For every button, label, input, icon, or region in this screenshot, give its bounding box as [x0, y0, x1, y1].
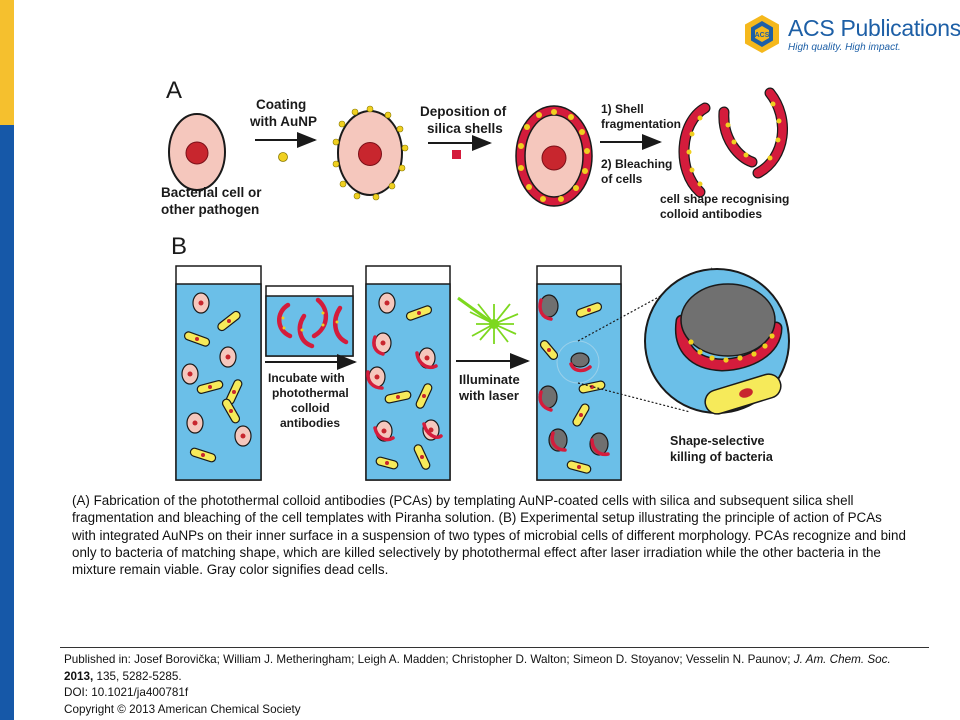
illuminate-line2: with laser — [458, 388, 519, 403]
tube-cells-with-pcas — [365, 265, 451, 481]
step-coating-line2: with AuNP — [249, 114, 317, 129]
citation-year: 2013, — [64, 669, 94, 683]
citation-authors: Josef Borovička; William J. Metheringham… — [134, 653, 791, 666]
laser-burst-icon — [457, 296, 519, 344]
citation-journal[interactable]: J. Am. Chem. Soc. — [793, 653, 891, 666]
colloid-antibody-fragments — [678, 87, 788, 198]
divider — [60, 647, 929, 648]
panel-a-label: A — [166, 77, 182, 104]
incubate-line4: antibodies — [280, 416, 340, 430]
acs-hexagon-icon: ACS — [745, 15, 779, 53]
zoom-line-top — [577, 267, 713, 342]
logo-tagline: High quality. High impact. — [788, 42, 901, 53]
bacterial-cell — [168, 113, 226, 191]
incubate-line3: colloid — [291, 401, 330, 415]
illuminate-line1: Illuminate — [459, 372, 520, 387]
incubate-line1: Incubate with — [268, 371, 345, 385]
figure-caption: (A) Fabrication of the photothermal coll… — [72, 493, 906, 578]
cell-label-line2: other pathogen — [161, 202, 259, 217]
acs-publications-logo[interactable]: ACS ACS Publications High quality. High … — [742, 12, 960, 58]
aunp-coated-cell — [332, 105, 409, 201]
citation-doi[interactable]: DOI: 10.1021/ja400781f — [64, 686, 189, 699]
step-fragmentation-line1: 1) Shell — [601, 102, 644, 116]
step-bleaching-line1: 2) Bleaching — [601, 157, 672, 171]
step-coating-line1: Coating — [256, 97, 306, 112]
citation-published-in: Published in: Josef Borovička; William J… — [64, 652, 910, 685]
killing-label-line2: killing of bacteria — [670, 450, 774, 464]
silica-particle-icon — [452, 150, 461, 159]
zoom-inset — [644, 268, 790, 415]
citation-volume: 135, 5282-5285. — [96, 669, 182, 683]
step-silica-line1: Deposition of — [420, 104, 507, 119]
silica-shelled-cell — [515, 105, 593, 207]
logo-wordmark: ACS Publications — [788, 15, 960, 41]
result-label-line1: cell shape recognising — [660, 192, 789, 206]
killing-label-line1: Shape-selective — [670, 434, 765, 448]
cell-label-line1: Bacterial cell or — [161, 185, 262, 200]
zoom-line-bottom — [577, 382, 691, 413]
step-bleaching-line2: of cells — [601, 172, 643, 186]
citation-prefix: Published in: — [64, 653, 135, 666]
step-silica-line2: silica shells — [427, 121, 503, 136]
citation-copyright: Copyright © 2013 American Chemical Socie… — [64, 702, 301, 716]
tube-mixed-cells — [175, 265, 262, 481]
gold-nanoparticle-icon — [278, 152, 288, 162]
svg-text:ACS: ACS — [755, 32, 770, 39]
incubate-line2: photothermal — [272, 386, 349, 400]
pca-beaker — [265, 285, 354, 357]
panel-b-label: B — [171, 233, 187, 260]
sidebar-accent-yellow — [0, 0, 14, 125]
step-fragmentation-line2: fragmentation — [601, 117, 681, 131]
tube-after-laser — [536, 265, 622, 481]
figure-diagram: A Bacterial cell or other pathogen Coati… — [161, 77, 790, 481]
citation-block: Published in: Josef Borovička; William J… — [64, 652, 910, 718]
sidebar-accent-blue — [0, 125, 14, 720]
result-label-line2: colloid antibodies — [660, 207, 762, 221]
